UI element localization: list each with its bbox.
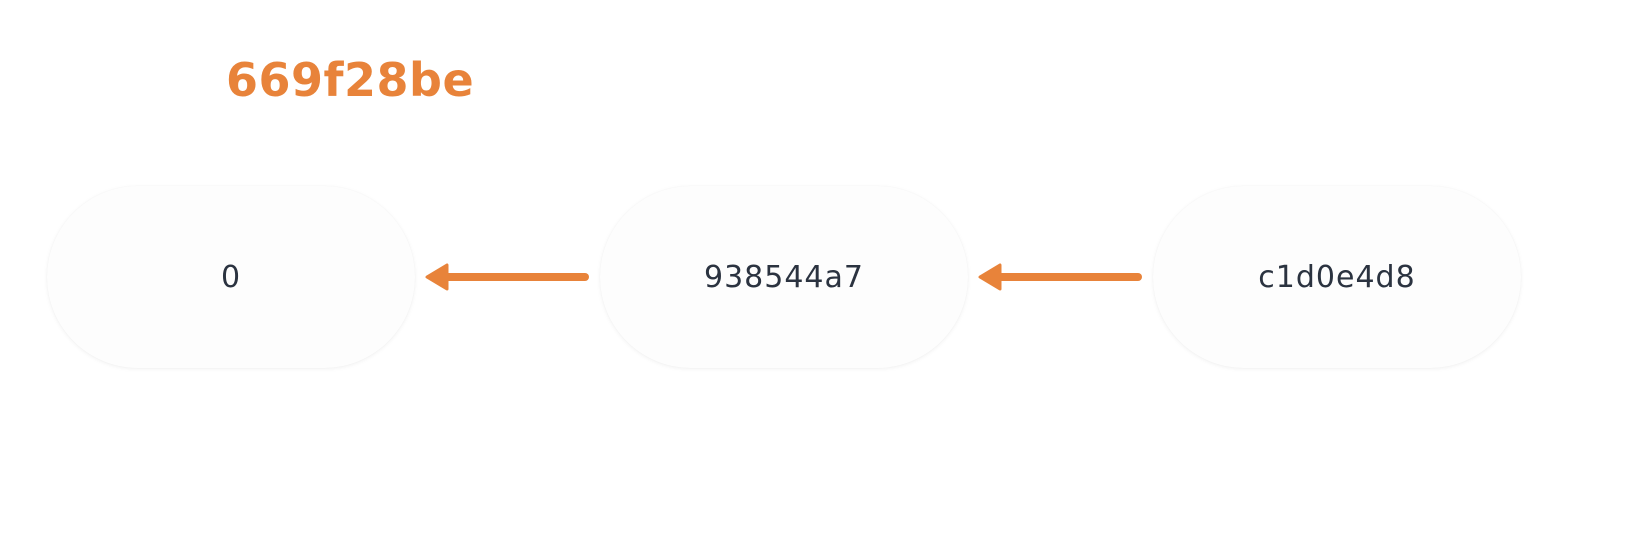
arrow-left-icon bbox=[978, 263, 1142, 291]
arrow-left-icon bbox=[425, 263, 589, 291]
node-label: c1d0e4d8 bbox=[1258, 259, 1416, 295]
node-2: c1d0e4d8 bbox=[1153, 186, 1521, 368]
node-label: 0 bbox=[220, 259, 242, 295]
node-label: 938544a7 bbox=[704, 259, 864, 295]
node-0: 0 bbox=[47, 186, 415, 368]
head-label: 669f28be bbox=[226, 53, 475, 107]
node-1: 938544a7 bbox=[600, 186, 968, 368]
